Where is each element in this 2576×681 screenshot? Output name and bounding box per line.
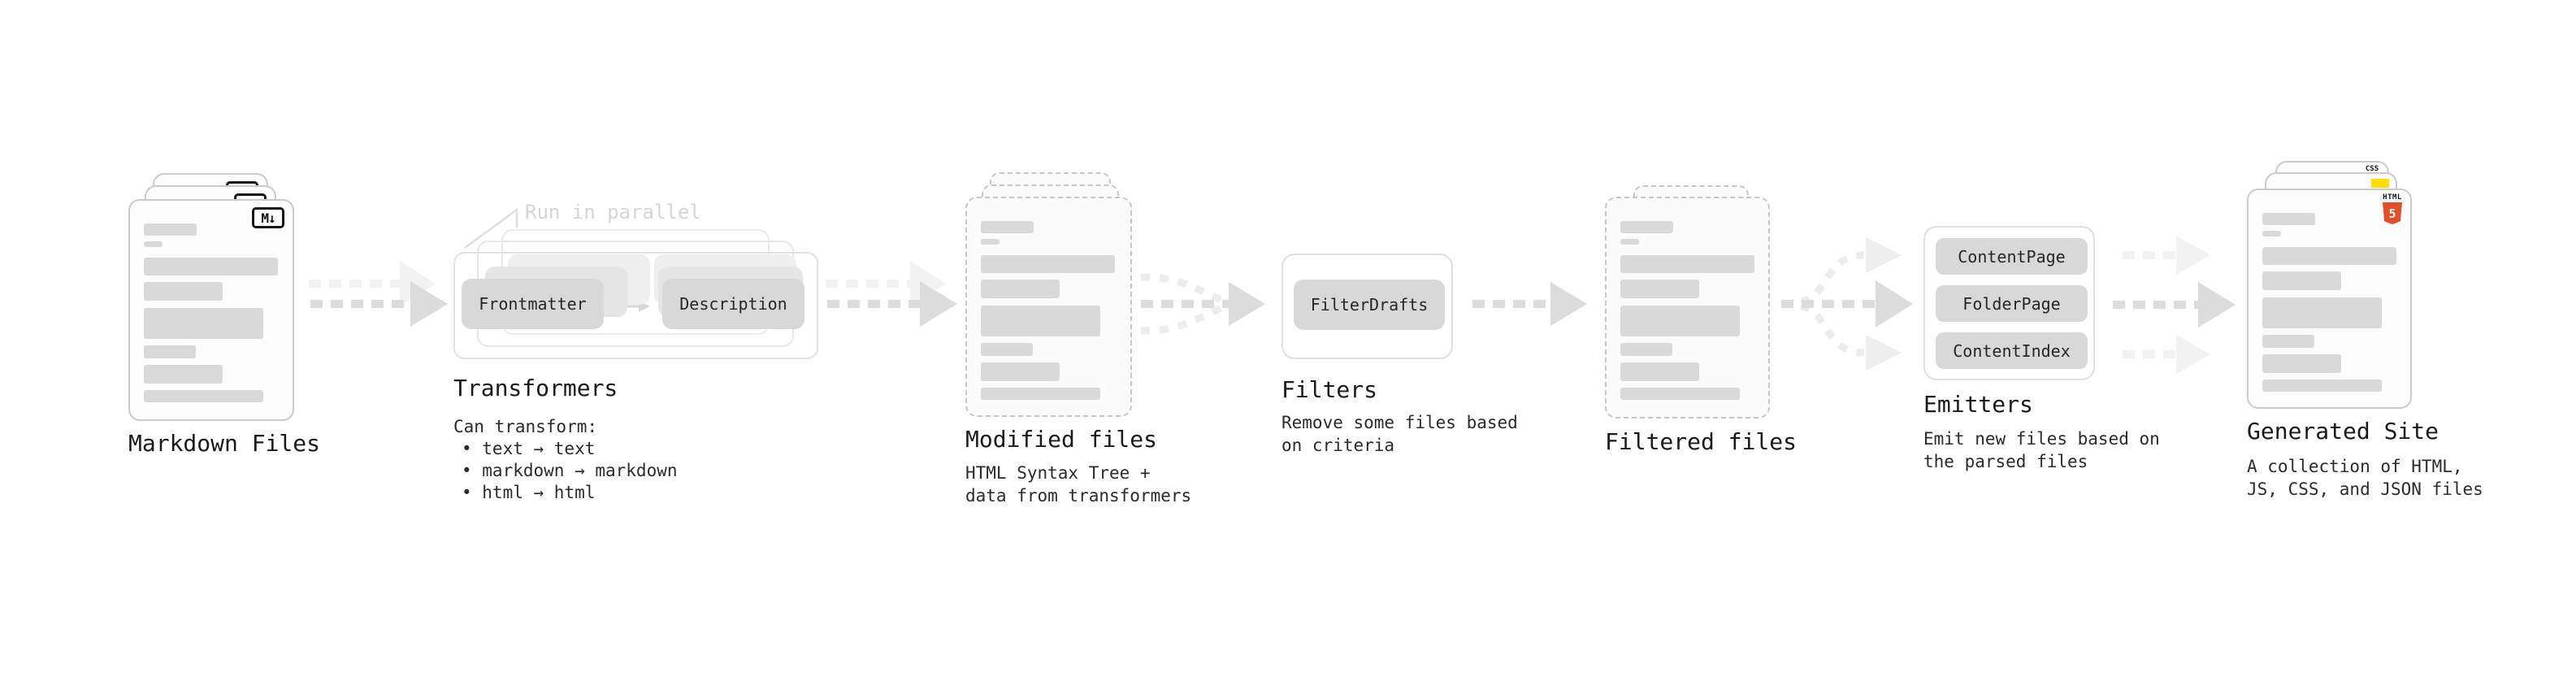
html5-icon: HTML 5: [2381, 194, 2404, 224]
markdown-file-card-front: M↓: [128, 199, 294, 421]
content-bar: [981, 388, 1100, 400]
modified-files-caption: HTML Syntax Tree + data from transformer…: [965, 463, 1192, 505]
content-bar: [144, 365, 223, 384]
generated-site-caption: A collection of HTML, JS, CSS, and JSON …: [2247, 457, 2483, 499]
content-bar: [981, 221, 1034, 233]
run-in-parallel-note: Run in parallel: [525, 201, 701, 223]
markdown-icon: M↓: [252, 207, 284, 228]
filtered-file-card-front: [1605, 197, 1770, 419]
content-bar: [2262, 380, 2382, 392]
content-bar: [144, 308, 263, 339]
content-bar: [144, 241, 163, 247]
content-bar: [144, 223, 197, 236]
content-bar: [1620, 221, 1673, 233]
filters-title: Filters: [1281, 376, 1378, 403]
content-bar: [2262, 231, 2281, 236]
filters-caption: Remove some files based on criteria: [1281, 413, 1518, 455]
file-content-bars: [1620, 198, 1754, 417]
modified-files-stack: [965, 172, 1132, 417]
content-bar: [981, 362, 1060, 381]
transformers-caption: Can transform: • text → text • markdown …: [453, 416, 678, 504]
markdown-files-stack: M↓ M↓ M↓: [128, 173, 294, 421]
content-bar: [981, 306, 1100, 336]
arrow-filters-to-filtered: [1472, 282, 1587, 326]
emitter-chip-contentpage: ContentPage: [1936, 238, 2088, 275]
emitter-chip-contentindex: ContentIndex: [1936, 332, 2088, 369]
arrow-modified-to-filters: [1140, 273, 1265, 335]
markdown-files-title: Markdown Files: [128, 430, 321, 457]
filtered-files-title: Filtered files: [1605, 428, 1798, 455]
content-bar: [1620, 362, 1699, 381]
generated-site-stack: CSS HTML 5: [2247, 161, 2412, 409]
transformers-title: Transformers: [453, 375, 618, 401]
content-bar: [2262, 271, 2341, 290]
arrow-markdown-to-transformers: [309, 261, 448, 327]
content-bar: [2262, 213, 2315, 225]
content-bar: [144, 345, 196, 358]
content-bar: [981, 255, 1115, 273]
content-bar: [1620, 239, 1639, 245]
content-bar: [2262, 335, 2314, 348]
emitters-caption: Emit new files based on the parsed files: [1923, 429, 2160, 471]
emitters-title: Emitters: [1923, 391, 2033, 418]
filters-box: FilterDrafts: [1281, 254, 1453, 359]
content-bar: [2262, 354, 2341, 373]
content-bar: [2262, 297, 2382, 328]
bullet-item: • html → html: [462, 483, 596, 502]
file-content-bars: [2262, 190, 2396, 407]
filtered-files-stack: [1605, 185, 1770, 419]
arrow-transformers-to-modified: [826, 261, 957, 327]
generated-site-title: Generated Site: [2247, 418, 2439, 445]
caption-heading: Can transform:: [453, 417, 598, 436]
emitters-box: ContentPage FolderPage ContentIndex: [1923, 226, 2095, 380]
site-file-card-html: HTML 5: [2247, 189, 2412, 409]
content-bar: [1620, 280, 1699, 298]
content-bar: [981, 343, 1033, 356]
content-bar: [981, 280, 1060, 298]
file-content-bars: [981, 198, 1117, 415]
content-bar: [2262, 247, 2396, 265]
modified-files-title: Modified files: [965, 426, 1158, 453]
arrow-filtered-to-emitters: [1781, 237, 1913, 371]
modified-file-card-front: [965, 197, 1132, 417]
content-bar: [1620, 306, 1740, 336]
content-bar: [144, 390, 263, 402]
file-content-bars: [144, 201, 279, 419]
bullet-item: • text → text: [462, 439, 596, 458]
transformer-chip-frontmatter: Frontmatter: [462, 279, 604, 329]
bullet-item: • markdown → markdown: [462, 461, 678, 480]
filter-chip-filterdrafts: FilterDrafts: [1294, 280, 1445, 330]
js-icon: [2371, 179, 2389, 188]
content-bar: [144, 282, 223, 301]
arrow-emitters-to-site: [2113, 236, 2236, 374]
transformer-frame-front: [453, 252, 818, 359]
content-bar: [144, 258, 278, 275]
transformer-chip-description: Description: [662, 279, 804, 329]
emitter-chip-folderpage: FolderPage: [1936, 285, 2088, 322]
content-bar: [1620, 255, 1754, 273]
content-bar: [981, 239, 1000, 245]
content-bar: [1620, 343, 1672, 356]
content-bar: [1620, 388, 1740, 400]
html5-shield: 5: [2383, 202, 2402, 224]
